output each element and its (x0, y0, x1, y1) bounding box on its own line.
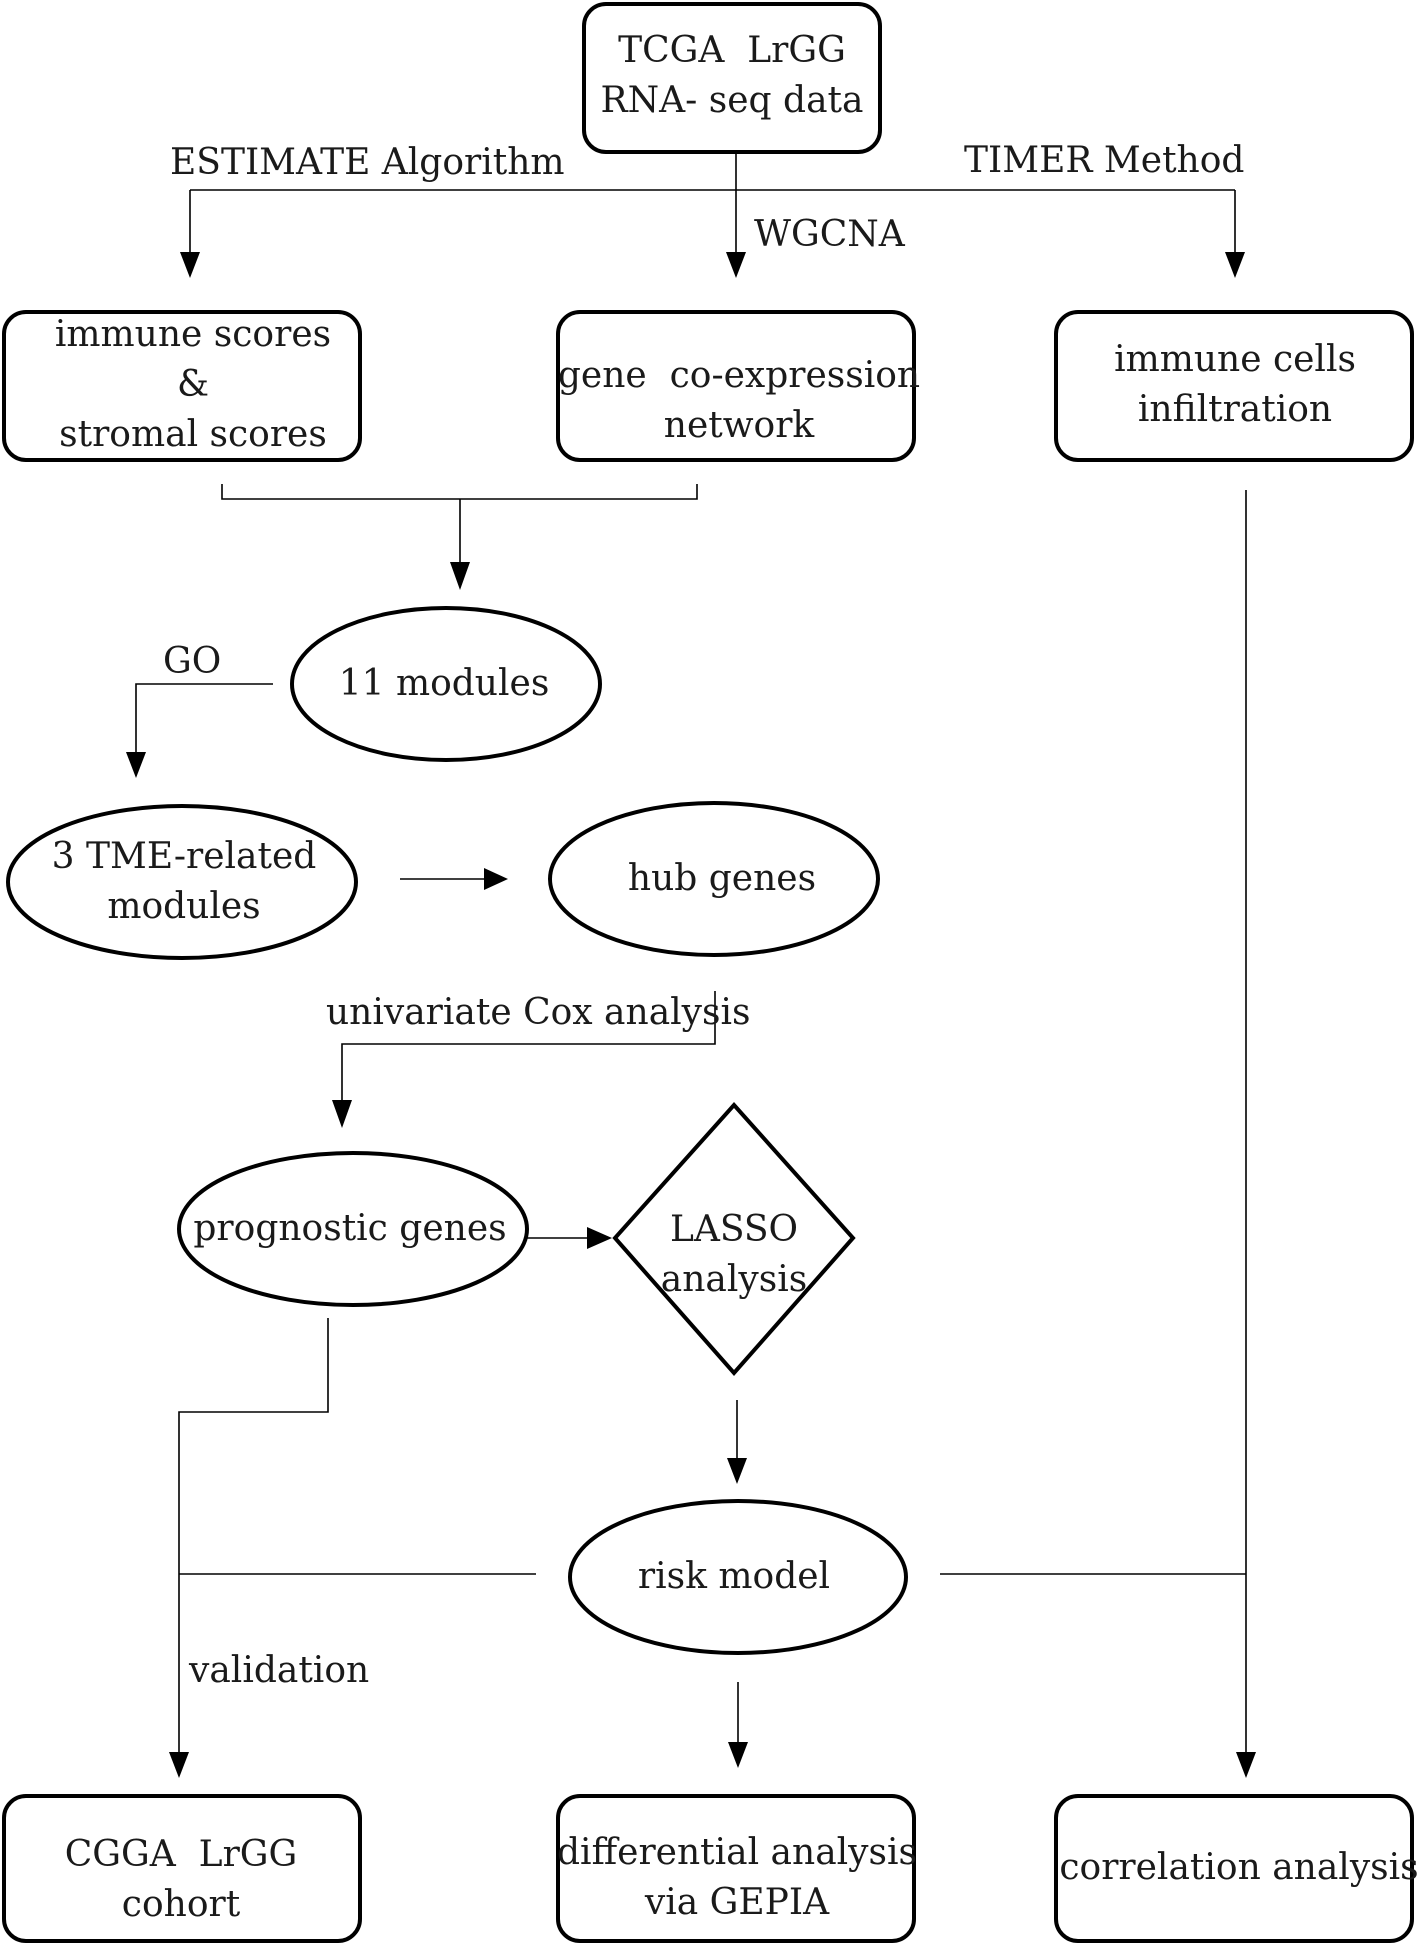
node-differential-label: differential analysis via GEPIA (557, 1832, 917, 1923)
arrowhead-to-modules11 (450, 562, 470, 590)
arrowhead-to-prognostic-genes (332, 1100, 352, 1128)
node-prognostic-genes-ellipse (177, 1151, 529, 1307)
edge-label-timer: TIMER Method (964, 140, 1245, 181)
connector-hub-to-cox (341, 991, 716, 1100)
edge-label-validation: validation (189, 1650, 370, 1691)
arrowhead-to-tme-modules (126, 752, 146, 778)
node-immune-cells-label: immune cells infiltration (1114, 339, 1356, 430)
node-prognostic-genes-label: prognostic genes (193, 1208, 507, 1249)
arrowhead-to-coexpression (726, 252, 746, 278)
arrowhead-to-cgga (169, 1752, 189, 1778)
edge-label-univariate-cox: univariate Cox analysis (326, 992, 751, 1033)
arrowhead-to-correlation (1236, 1752, 1256, 1778)
node-lasso-diamond (612, 1102, 856, 1377)
node-source-label: TCGA LrGG RNA- seq data (600, 30, 864, 121)
arrowhead-to-immune-scores (180, 252, 200, 278)
node-risk-model-ellipse (568, 1499, 908, 1655)
node-immune-scores-box (2, 310, 362, 462)
node-tme-modules-label: 3 TME-related modules (51, 836, 317, 927)
edge-label-wgcna: WGCNA (754, 214, 905, 255)
connector-immune-cells-to-correlation (940, 490, 1247, 1752)
node-modules11-label: 11 modules (338, 663, 550, 704)
node-correlation-box (1054, 1794, 1414, 1943)
arrowhead-to-risk-model (727, 1458, 747, 1484)
node-modules11-ellipse (290, 606, 602, 762)
node-source-box (582, 2, 882, 154)
arrowhead-to-hub-genes (484, 868, 508, 890)
connector-source-split (189, 152, 1236, 252)
node-lasso-label: LASSO analysis (660, 1209, 808, 1300)
node-hub-genes-ellipse (548, 801, 880, 957)
edge-label-estimate: ESTIMATE Algorithm (170, 142, 565, 183)
edge-label-go: GO (163, 641, 222, 682)
node-cgga-label: CGGA LrGG cohort (64, 1834, 298, 1925)
connector-go (135, 683, 273, 752)
arrowhead-to-differential (728, 1742, 748, 1768)
node-correlation-label: correlation analysis (1059, 1847, 1417, 1888)
arrowhead-to-immune-cells (1225, 252, 1245, 278)
node-hub-genes-label: hub genes (627, 858, 817, 899)
node-immune-scores-label: immune scores & stromal scores (54, 314, 332, 455)
node-coexpression-box (556, 310, 916, 462)
connector-bracket (221, 484, 698, 562)
node-differential-box (556, 1794, 916, 1943)
node-risk-model-label: risk model (637, 1556, 831, 1597)
node-coexpression-label: gene co-expression network (557, 355, 921, 446)
arrowhead-to-lasso (587, 1227, 612, 1249)
connector-validation (178, 1318, 536, 1752)
node-cgga-box (2, 1794, 362, 1943)
node-immune-cells-box (1054, 310, 1414, 462)
node-tme-modules-ellipse (6, 804, 358, 960)
